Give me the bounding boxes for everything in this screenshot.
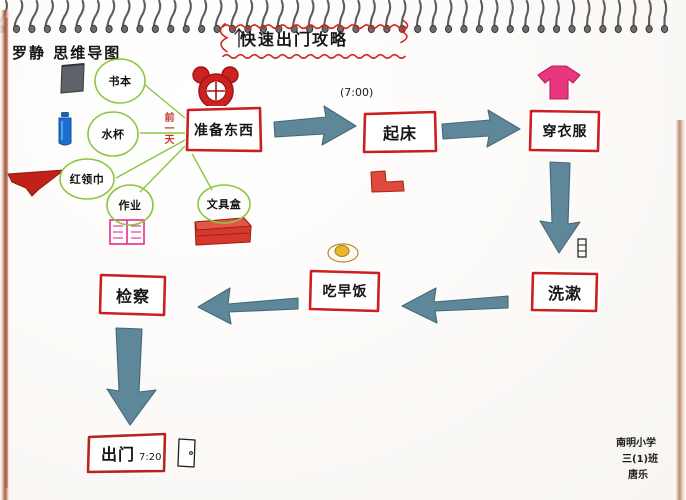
- flow-node-label: 洗漱: [547, 284, 582, 303]
- water-bottle-icon: [58, 112, 72, 146]
- flow-node-breakfast[interactable]: 吃早饭: [308, 268, 382, 314]
- banner-title: 快速出门攻略: [240, 30, 349, 49]
- notebook-icon: [60, 63, 85, 94]
- flow-node-label: 检察: [115, 287, 150, 306]
- arrow-dress-to-wash: [539, 161, 581, 254]
- fried-egg-icon: [327, 243, 359, 263]
- leave-time-note: 7:20: [139, 452, 162, 463]
- left-paper-edge: [0, 10, 9, 500]
- branch-node-cup[interactable]: 水杯: [86, 110, 140, 158]
- page-title: 罗静 思维导图: [12, 44, 122, 62]
- arrow-check-to-leave: [106, 327, 157, 426]
- branch-label: 文具盒: [206, 198, 242, 211]
- left-paper-edge-inner: [5, 18, 8, 488]
- right-paper-edge: [676, 120, 686, 500]
- branch-label: 书本: [108, 75, 132, 88]
- pink-shirt-icon: [537, 65, 581, 100]
- door-icon: [177, 438, 196, 468]
- branch-label: 水杯: [101, 128, 125, 141]
- flow-node-label: 起床: [382, 124, 417, 143]
- arrow-wash-to-breakfast: [401, 287, 509, 324]
- red-box-outline-icon: [86, 432, 167, 474]
- red-box-outline-icon: [528, 109, 601, 153]
- flow-node-wash[interactable]: 洗漱: [530, 270, 600, 314]
- circle-outline-icon: [106, 184, 154, 226]
- center-node-label: 准备东西: [194, 123, 254, 139]
- branch-label: 作业: [118, 199, 142, 212]
- branch-label: 红领巾: [69, 173, 105, 186]
- circle-outline-icon: [94, 58, 146, 104]
- arrow-wakeup-to-dress: [441, 109, 521, 148]
- red-pillow-icon: [370, 170, 405, 193]
- branch-node-homework[interactable]: 作业: [105, 183, 155, 227]
- branch-node-scarf[interactable]: 红领巾: [58, 157, 116, 201]
- branch-node-pencilcase[interactable]: 文具盒: [196, 183, 252, 225]
- circle-outline-icon: [197, 184, 251, 224]
- red-box-outline-icon: [530, 271, 599, 313]
- signature-school: 南明小学: [616, 438, 656, 449]
- flow-node-check[interactable]: 检察: [98, 272, 168, 318]
- branch-node-book[interactable]: 书本: [93, 57, 147, 105]
- wakeup-time-note: (7:00): [340, 86, 374, 99]
- circle-outline-icon: [87, 111, 139, 157]
- flow-node-wakeup[interactable]: 起床: [362, 110, 438, 154]
- flow-node-label: 吃早饭: [322, 284, 368, 300]
- banner-cloud-icon: [219, 19, 409, 59]
- red-box-outline-icon: [98, 273, 167, 317]
- red-box-outline-icon: [362, 110, 438, 154]
- red-box-outline-icon: [308, 269, 381, 313]
- flow-node-leave[interactable]: 出门: [86, 432, 168, 474]
- signature-name: 唐乐: [628, 470, 648, 481]
- toothbrush-icon: [577, 238, 587, 258]
- circle-outline-icon: [59, 158, 115, 200]
- arrow-breakfast-to-check: [197, 287, 299, 325]
- arrow-prepare-to-wakeup: [273, 105, 357, 146]
- banner-arrow-icon: [234, 28, 244, 48]
- flow-node-dress[interactable]: 穿衣服: [528, 108, 602, 154]
- flow-node-label: 穿衣服: [542, 124, 588, 140]
- flow-node-label: 出门: [100, 445, 135, 464]
- open-book-icon: [109, 219, 145, 245]
- signature-class: 三(1)班: [622, 454, 659, 465]
- bear-head-icon: [192, 66, 239, 109]
- center-side-note: 前一天: [162, 112, 173, 145]
- red-box-outline-icon: [185, 106, 263, 153]
- center-node-prepare[interactable]: 准备东西: [185, 106, 263, 154]
